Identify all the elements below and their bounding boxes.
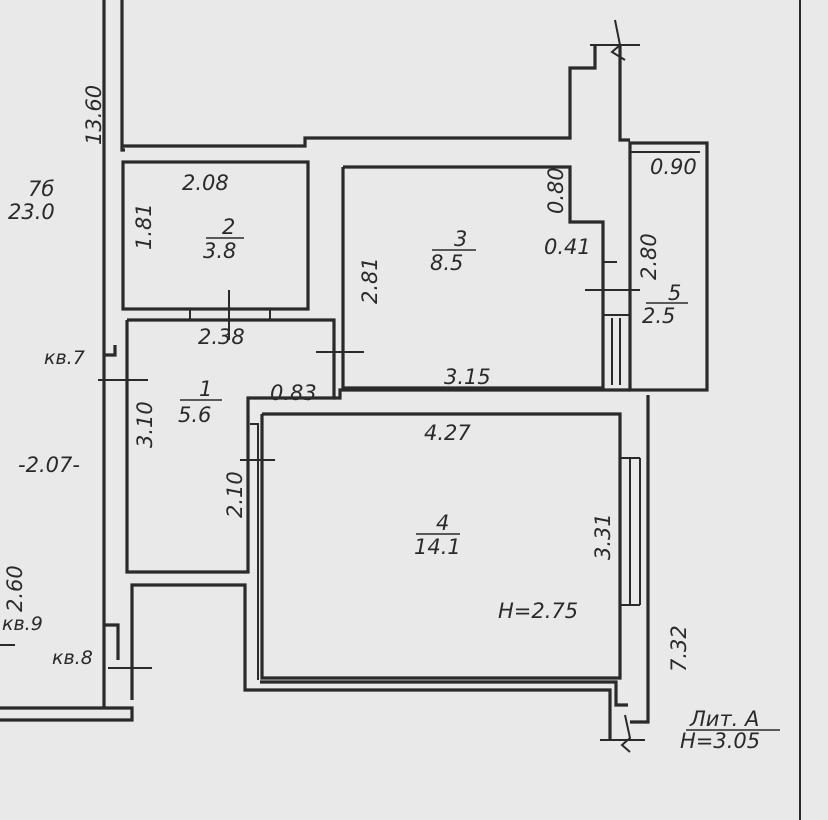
neighbor-room-area: 23.0	[8, 200, 55, 224]
room-3-dim-offset: 0.41	[544, 235, 591, 259]
room-5-area: 2.5	[642, 304, 675, 328]
room-4-number: 4	[436, 511, 449, 535]
room-1-area: 5.6	[178, 403, 211, 427]
room-2-dim-height: 1.81	[132, 203, 156, 250]
room-4-outline	[260, 412, 622, 680]
room-5-dim-height: 2.80	[637, 233, 661, 280]
room-4-ceiling-height: H=2.75	[498, 599, 578, 623]
room-2-outline	[121, 160, 310, 311]
neighbor-apt-9: кв.9	[2, 613, 43, 635]
neighbor-apt-8: кв.8	[52, 647, 93, 669]
room-1-outline	[125, 318, 336, 574]
building-walls	[0, 0, 650, 740]
balcony-door	[603, 314, 630, 385]
room-1-dim-width: 2.38	[198, 325, 245, 349]
break-mark-top	[590, 19, 640, 61]
room-2-number: 2	[222, 215, 235, 239]
dim-east-wall: 7.32	[667, 625, 691, 672]
room-3-dim-width: 3.15	[444, 365, 491, 389]
room-3-dim-niche: 0.80	[544, 167, 568, 214]
room-5-dim-width: 0.90	[650, 155, 697, 179]
neighbor-room-number: 7б	[28, 177, 54, 201]
room-4-area: 14.1	[414, 535, 461, 559]
room-1-dim-lower: 2.10	[223, 471, 247, 518]
dim-west-small: 2.60	[3, 565, 27, 612]
door-marks	[0, 289, 640, 669]
dim-north-wall: 13.60	[82, 85, 106, 145]
room-1-dim-height: 3.10	[133, 401, 157, 448]
room-4-dim-width: 4.27	[424, 421, 471, 445]
break-mark-bottom	[600, 714, 645, 753]
room-3-dim-height: 2.81	[358, 257, 382, 304]
room-3-number: 3	[454, 227, 467, 251]
room-2-dim-width: 2.08	[182, 171, 229, 195]
room-3-area: 8.5	[430, 251, 463, 275]
window-room-4	[620, 457, 641, 606]
room-1-number: 1	[199, 377, 212, 401]
neighbor-apt-7: кв.7	[44, 347, 85, 369]
room-4-dim-height: 3.31	[591, 513, 615, 560]
literal-name: Лит. А	[689, 707, 759, 731]
room-5-number: 5	[668, 281, 681, 305]
literal-height: H=3.05	[680, 729, 760, 753]
room-1-dim-offset: 0.83	[270, 381, 317, 405]
room-5-outline	[628, 141, 709, 392]
dim-west-room: -2.07-	[18, 453, 80, 477]
room-3-outline	[341, 165, 605, 390]
room-2-area: 3.8	[203, 239, 236, 263]
